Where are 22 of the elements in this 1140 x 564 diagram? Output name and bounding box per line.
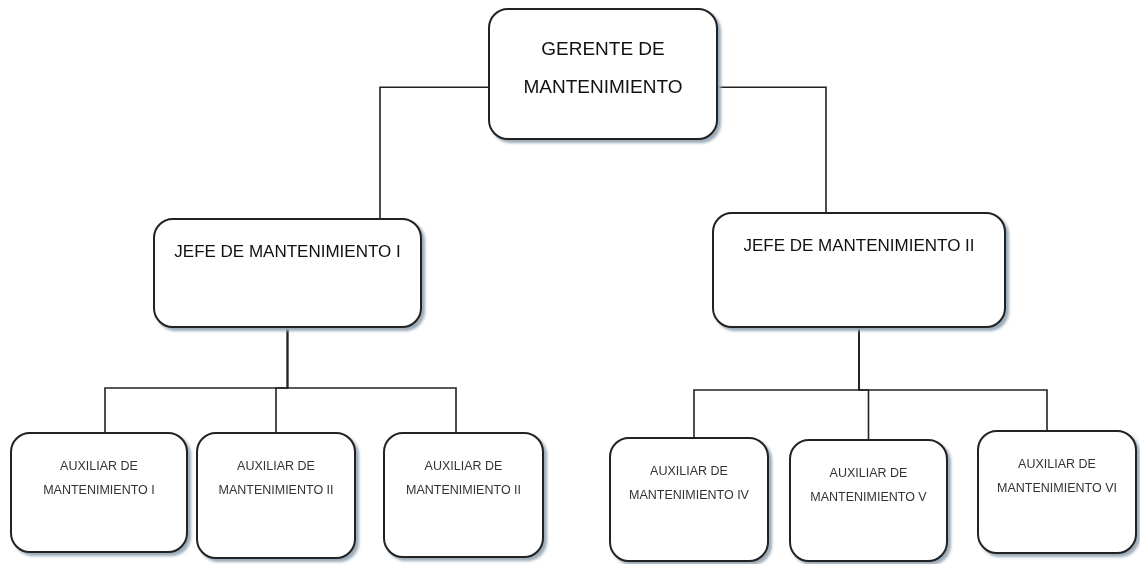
position-box (712, 212, 1006, 328)
position-box (10, 432, 188, 553)
position-box (153, 218, 422, 328)
position-box (488, 8, 718, 140)
connector-line (858, 327, 1048, 431)
position-title: JEFE DE MANTENIMIENTO II (743, 235, 975, 257)
connector-line (379, 86, 489, 219)
position-box (609, 437, 769, 562)
position-title: JEFE DE MANTENIMIENTO I (174, 241, 401, 263)
position-title: AUXILIAR DE MANTENIMIENTO V (809, 465, 928, 506)
position-title: AUXILIAR DE MANTENIMIENTO II (217, 458, 335, 499)
position-title: AUXILIAR DE MANTENIMIENTO IV (628, 463, 750, 504)
position-title: AUXILIAR DE MANTENIMIENTO II (404, 458, 523, 499)
position-box (977, 430, 1137, 554)
position-title: AUXILIAR DE MANTENIMIENTO VI (996, 456, 1118, 497)
position-title: AUXILIAR DE MANTENIMIENTO I (42, 458, 156, 499)
position-title: GERENTE DE MANTENIMIENTO (522, 37, 684, 99)
position-box (789, 439, 948, 562)
position-box (196, 432, 356, 559)
connector-line (286, 327, 457, 433)
position-box (383, 432, 544, 558)
connector-line (717, 86, 827, 213)
